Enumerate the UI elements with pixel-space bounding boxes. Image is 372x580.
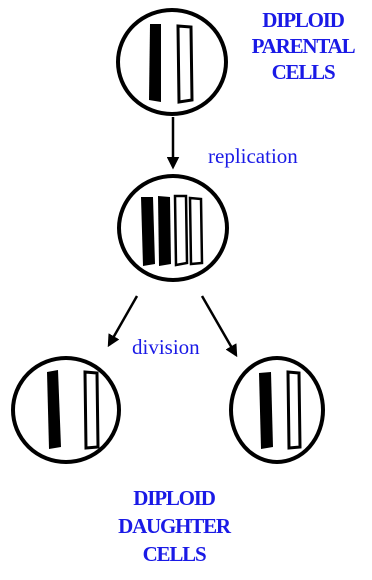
replicated-light-chromatid-1 (173, 194, 189, 267)
parental-cell (116, 8, 228, 116)
division-arrow-right (200, 295, 238, 358)
daughter-label-line-2: DAUGHTER (118, 514, 231, 538)
replicated-dark-chromatid-1 (141, 197, 155, 266)
parental-cell-membrane (116, 8, 228, 116)
parental-label-line-2: PARENTAL (251, 34, 356, 58)
replicated-light-chromatid-2 (188, 196, 204, 266)
daughter-right-light-chromosome (286, 370, 302, 450)
replicated-cell-membrane (117, 174, 229, 282)
daughter-label-line-1: DIPLOID (133, 486, 216, 510)
daughter-right-dark-chromosome (259, 372, 273, 449)
parental-light-chromosome (176, 24, 194, 104)
daughter-label-line-3: CELLS (142, 542, 207, 566)
daughter-cells-label: DIPLOID DAUGHTER CELLS (110, 488, 238, 565)
daughter-right-membrane (229, 356, 325, 464)
replicated-cell (117, 174, 229, 282)
daughter-left-membrane (11, 356, 121, 464)
parental-label-line-3: CELLS (271, 60, 336, 84)
daughter-cell-right (229, 356, 325, 464)
daughter-left-light-chromosome (83, 370, 100, 450)
division-label: division (132, 335, 200, 359)
daughter-cell-left (11, 356, 121, 464)
parental-cells-label: DIPLOID PARENTAL CELLS (241, 10, 365, 83)
replicated-dark-chromatid-2 (158, 196, 171, 266)
division-arrow-left (107, 295, 139, 348)
replication-label: replication (208, 144, 298, 168)
parental-label-line-1: DIPLOID (262, 8, 345, 32)
parental-dark-chromosome (149, 24, 161, 102)
daughter-left-dark-chromosome (47, 370, 61, 449)
